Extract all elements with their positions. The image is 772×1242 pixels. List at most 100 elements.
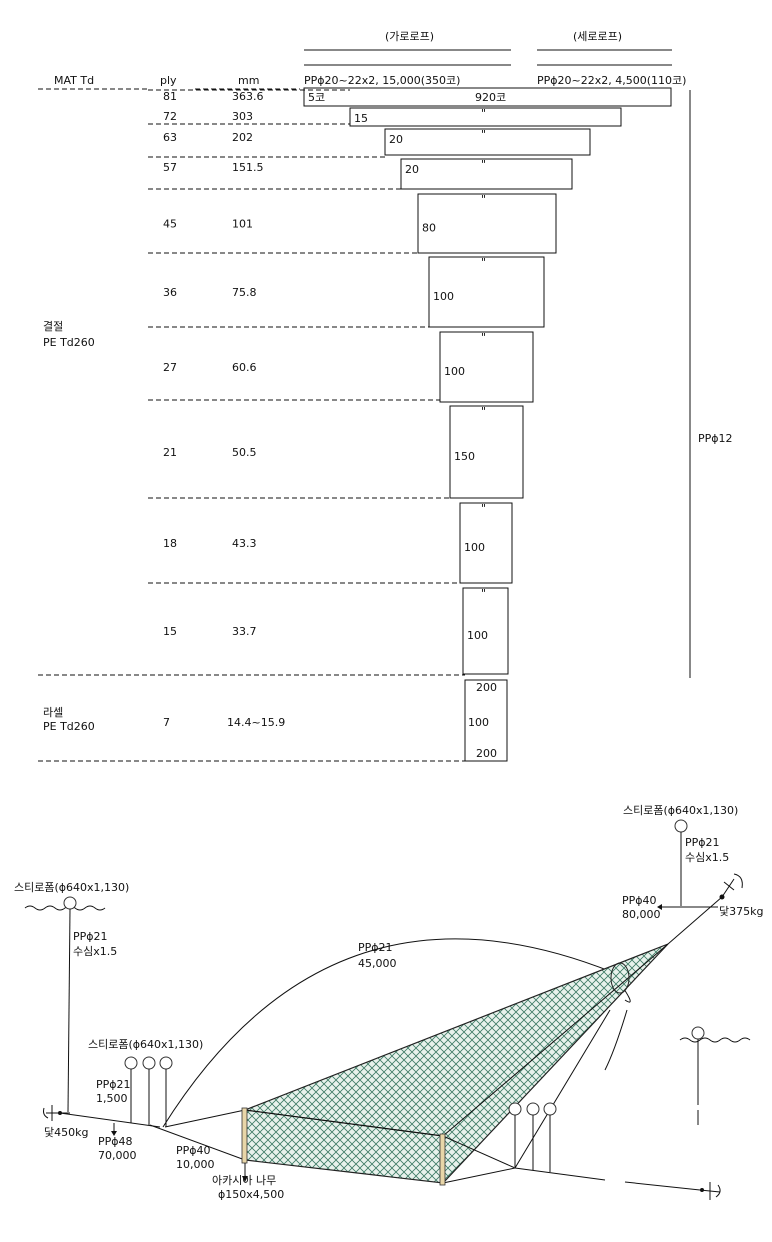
float-mid-label: 스티로폼(ϕ640x1,130) [88, 1038, 203, 1051]
acacia-pole-left [241, 1107, 248, 1164]
row-mm: 202 [232, 131, 253, 144]
pp40-bottom-label: PPϕ40 [176, 1144, 211, 1157]
anchor-top-right-icon [719, 873, 743, 900]
net-panel-box [439, 331, 534, 403]
row-mesh-count: 100 [467, 629, 488, 642]
row-mesh-count: 20 [405, 163, 419, 176]
arc-rope-sub: 45,000 [358, 957, 397, 970]
mat-column-header: MAT Td [54, 74, 94, 87]
left-rope-label: PPϕ21 [73, 930, 108, 943]
left-rope-sub: 수심x1.5 [73, 945, 117, 958]
row-ply: 57 [163, 161, 177, 174]
row-ditto-mark: " [481, 502, 486, 515]
arc-rope-label: PPϕ21 [358, 941, 393, 954]
net-panel-box [428, 256, 545, 328]
row-mesh-count: 100 [433, 290, 454, 303]
float-right-water-icon [691, 1026, 705, 1040]
knotted-net-label: 결절 [43, 320, 63, 333]
net-panel-box [349, 107, 622, 127]
float-right-icon [674, 819, 688, 833]
float-left-label: 스티로폼(ϕ640x1,130) [14, 881, 129, 894]
right-anchor-label: 닻375kg [719, 905, 763, 918]
row-ply: 27 [163, 361, 177, 374]
side-rope-label: PPϕ12 [698, 432, 733, 445]
row-mm: 33.7 [232, 625, 257, 638]
pp40-bottom-sub: 10,000 [176, 1158, 215, 1171]
float-right-bottom-icon-1 [508, 1102, 522, 1116]
net-panel-box [449, 405, 524, 499]
row-ditto-mark: " [481, 158, 486, 171]
row-mesh-count: 100 [444, 365, 465, 378]
row-mesh-count: 150 [454, 450, 475, 463]
right-rope-label: PPϕ21 [685, 836, 720, 849]
row-ditto-mark: " [481, 128, 486, 141]
net-panel-box [384, 128, 591, 156]
row-ply: 81 [163, 90, 177, 103]
row-mesh-count: 80 [422, 222, 436, 235]
row-ditto-mark: " [481, 193, 486, 206]
acacia-sub: ϕ150x4,500 [218, 1188, 284, 1201]
mm-column-header: mm [238, 74, 259, 87]
row-mesh-count: 100 [464, 541, 485, 554]
row-ply: 15 [163, 625, 177, 638]
row-total-mesh: 920코 [475, 91, 506, 104]
row-mm: 363.6 [232, 90, 264, 103]
net-panel-box [417, 193, 557, 254]
raschel-bottom-count: 200 [476, 747, 497, 760]
net-end-ring [610, 962, 630, 994]
row-mm: 101 [232, 218, 253, 231]
row-ditto-mark: " [481, 587, 486, 600]
raschel-net-label: 라셀 [43, 706, 63, 719]
anchor-bottom-right-icon [699, 1182, 721, 1200]
pp40-right-sub: 80,000 [622, 908, 661, 921]
row-ditto-mark: " [481, 331, 486, 344]
pp40-right-label: PPϕ40 [622, 894, 657, 907]
net-panel-box [462, 587, 509, 675]
row-mm: 303 [232, 110, 253, 123]
ply-column-header: ply [160, 74, 177, 87]
raschel-mid-count: 100 [468, 716, 489, 729]
float-right-bottom-icon-2 [526, 1102, 540, 1116]
horizontal-rope-label: (가로로프) [385, 30, 434, 43]
row-mesh-count: 5코 [308, 91, 325, 104]
vertical-rope-spec: PPϕ20~22x2, 4,500(110코) [537, 74, 686, 87]
anchor-left-icon [43, 1105, 70, 1121]
arc-rope [162, 938, 613, 1128]
row-ditto-mark: " [481, 256, 486, 269]
row-ply: 45 [163, 218, 177, 231]
raschel-top-count: 200 [476, 681, 497, 694]
pp48-label: PPϕ48 [98, 1135, 133, 1148]
raschel-panel-box [464, 679, 508, 762]
float-left-icon [63, 896, 77, 910]
row-mm: 75.8 [232, 286, 257, 299]
row-mesh-count: 20 [389, 133, 403, 146]
pp48-sub: 70,000 [98, 1149, 137, 1162]
row-mesh-count: 15 [354, 112, 368, 125]
net-spec-table: (가로로프) (세로로프) MAT Td ply mm PPϕ20~22x2, … [38, 30, 733, 762]
float-right-label: 스티로폼(ϕ640x1,130) [623, 804, 738, 817]
row-mm: 60.6 [232, 361, 257, 374]
row-ply: 63 [163, 131, 177, 144]
row-ditto-mark: " [481, 107, 486, 120]
raschel-mm: 14.4~15.9 [227, 716, 285, 729]
acacia-label: 아카시아 나무 [212, 1174, 276, 1187]
net-panel-rows: 81 363.6 5코 920코 72 303 15 " 63 202 20 " 57 151.5 20 " 4… [148, 87, 672, 675]
row-mm: 151.5 [232, 161, 264, 174]
float-mid-icon-1 [124, 1056, 138, 1070]
float-mid-icon-2 [142, 1056, 156, 1070]
net-installation-diagram: 스티로폼(ϕ640x1,130) PPϕ21 수심x1.5 닻450kg 스티로… [14, 804, 763, 1201]
float-right-bottom-icon-3 [543, 1102, 557, 1116]
acacia-pole-right [439, 1133, 446, 1186]
row-mm: 43.3 [232, 537, 257, 550]
row-ply: 72 [163, 110, 177, 123]
raschel-net-material: PE Td260 [43, 720, 95, 733]
row-ply: 18 [163, 537, 177, 550]
knotted-net-material: PE Td260 [43, 336, 95, 349]
net-panel-box [400, 158, 573, 190]
row-mm: 50.5 [232, 446, 257, 459]
pp21-1500-sub: 1,500 [96, 1092, 128, 1105]
float-mid-icon-3 [159, 1056, 173, 1070]
right-rope-sub: 수심x1.5 [685, 851, 729, 864]
horizontal-rope-spec: PPϕ20~22x2, 15,000(350코) [304, 74, 460, 87]
